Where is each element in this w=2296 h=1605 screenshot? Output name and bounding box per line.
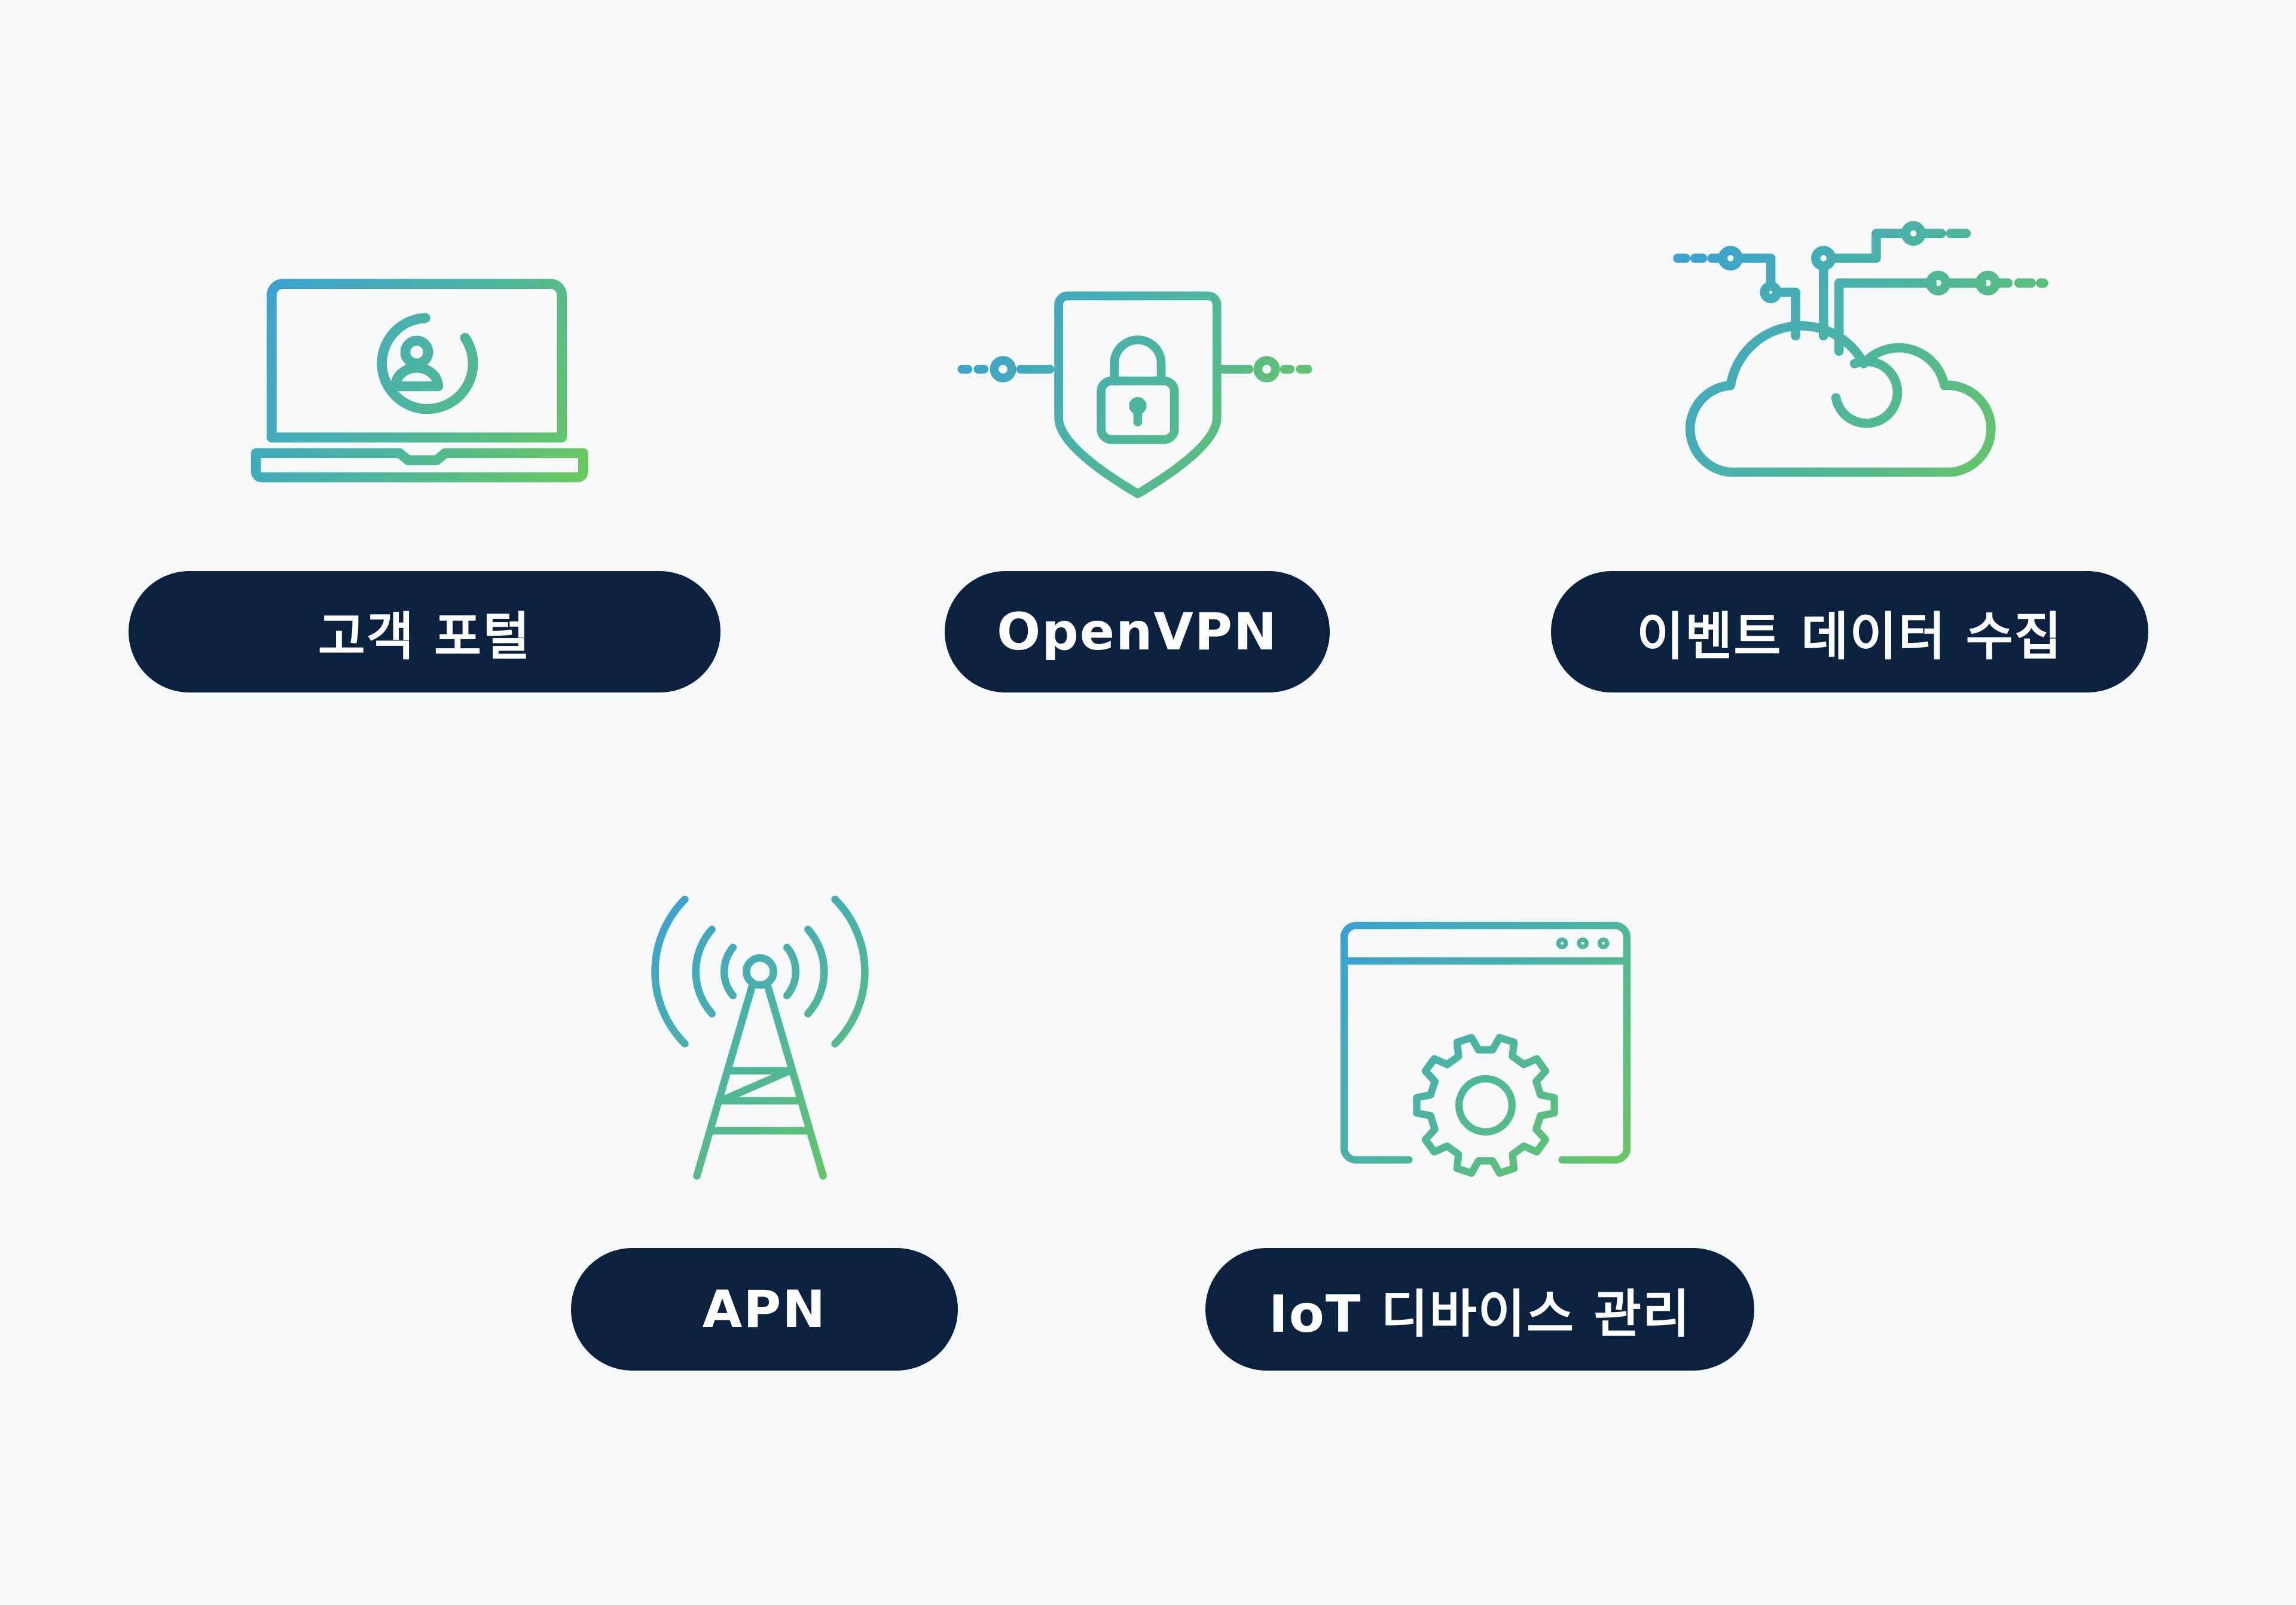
label-text: 고객 포털 — [317, 607, 532, 667]
label-text: 이벤트 데이터 수집 — [1636, 607, 2063, 667]
label-text: OpenVPN — [997, 602, 1278, 662]
laptop-user-icon — [251, 279, 588, 483]
label-iot-device-management: IoT 디바이스 관리 — [1205, 1248, 1754, 1371]
label-apn: APN — [571, 1248, 958, 1371]
browser-gear-icon — [1340, 921, 1631, 1177]
label-openvpn: OpenVPN — [945, 571, 1330, 692]
label-text: IoT 디바이스 관리 — [1268, 1284, 1692, 1344]
label-text: APN — [702, 1279, 827, 1339]
cloud-network-icon — [1673, 221, 2048, 477]
shield-lock-icon — [957, 291, 1312, 499]
label-customer-portal: 고객 포털 — [129, 571, 720, 692]
label-event-data-collection: 이벤트 데이터 수집 — [1551, 571, 2148, 692]
antenna-tower-icon — [651, 895, 869, 1180]
